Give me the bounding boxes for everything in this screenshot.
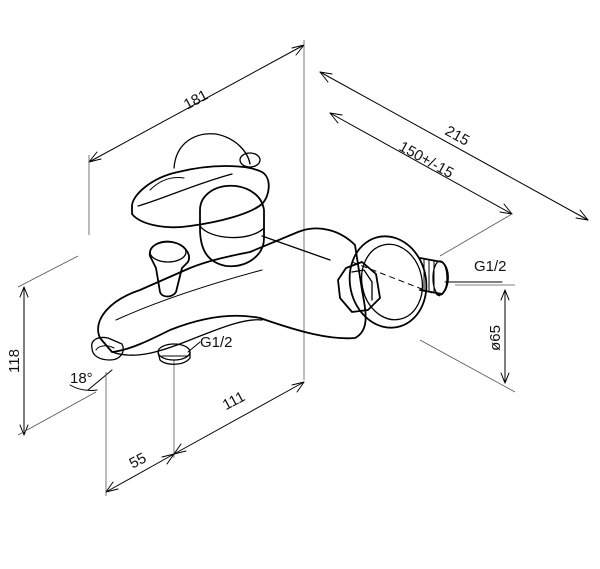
- dimension-65: ø65: [419, 284, 516, 393]
- dimension-215: 215: [319, 71, 589, 221]
- dimension-label-215: 215: [442, 123, 472, 150]
- dimension-181: 181: [88, 40, 305, 380]
- dimension-label-g12-inlet: G1/2: [474, 258, 507, 275]
- dimension-111: 111: [173, 381, 305, 455]
- dimension-label-55: 55: [127, 450, 150, 473]
- dimension-label-118: 118: [6, 349, 23, 373]
- dimension-label-18deg: 18°: [70, 370, 93, 387]
- faucet-body: [91, 133, 367, 365]
- dimension-label-g12-outlet: G1/2: [200, 334, 233, 351]
- dimension-g12-outlet: G1/2: [187, 334, 233, 353]
- dimension-g12-inlet: G1/2: [444, 258, 507, 283]
- dimension-118: 118: [6, 255, 97, 436]
- dimension-55: 55: [105, 360, 175, 496]
- dimension-18deg: 18°: [69, 369, 113, 391]
- dimension-label-111: 111: [220, 388, 248, 414]
- dimension-label-65: ø65: [487, 325, 504, 351]
- dimension-label-150: 150+/-15: [396, 138, 456, 182]
- dimension-150: 150+/-15: [329, 112, 513, 257]
- wall-eccentric: [337, 235, 449, 329]
